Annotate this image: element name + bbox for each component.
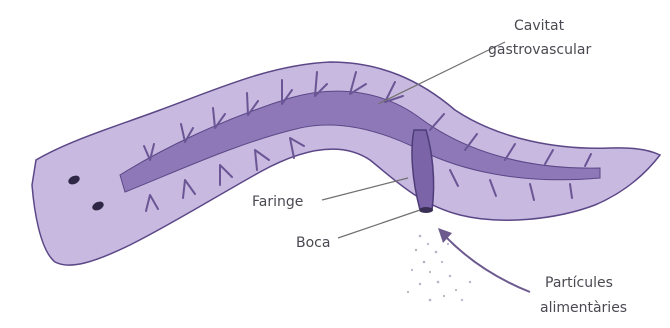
label-cavity-line1: Cavitat xyxy=(514,18,564,35)
label-mouth: Boca xyxy=(296,235,330,252)
label-particles-line2: alimentàries xyxy=(540,300,627,317)
label-cavity-line2: gastrovascular xyxy=(488,42,591,59)
food-particles xyxy=(407,235,471,302)
cavity-leader-line xyxy=(378,42,505,104)
label-particles-line1: Partícules xyxy=(545,275,613,292)
label-pharynx: Faringe xyxy=(252,194,303,211)
mouth-leader-line xyxy=(338,210,420,238)
particles-arrow xyxy=(445,236,530,292)
mouth-opening xyxy=(419,207,433,213)
pharynx-leader-line xyxy=(322,178,408,200)
